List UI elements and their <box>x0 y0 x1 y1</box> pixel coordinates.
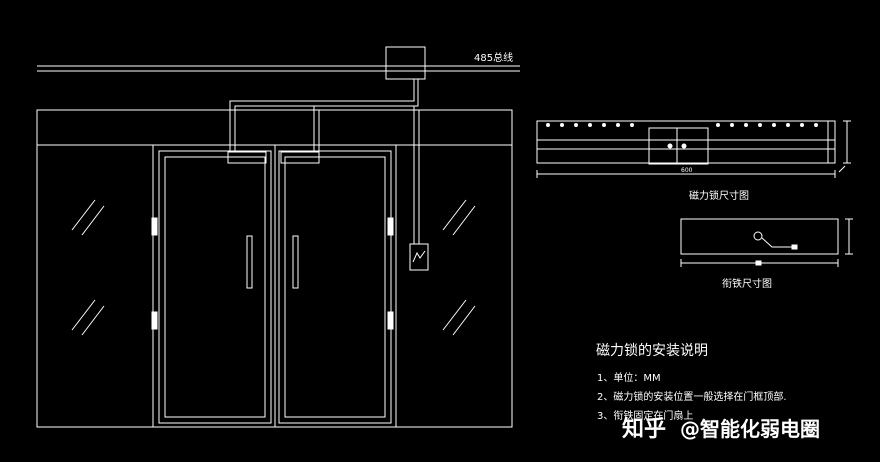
note-item-3: 3、衔铁固定在门扇上 <box>597 409 693 422</box>
maglock-left <box>227 151 267 164</box>
door-leaf-right <box>278 150 392 424</box>
door-leaf-left <box>158 150 272 424</box>
watermark: 知乎 @智能化弱电圈 <box>622 416 820 442</box>
handle-right <box>292 235 299 289</box>
bus-label: 485总线 <box>474 51 513 64</box>
note-item-2: 2、磁力锁的安装位置一般选择在门框顶部. <box>597 390 787 403</box>
maglock-dimension-drawing <box>536 120 851 178</box>
door-frame <box>36 109 513 428</box>
glass-hatch <box>71 199 476 336</box>
bus-lines <box>37 65 520 72</box>
armature-dimension-drawing <box>680 218 853 267</box>
watermark-account: @智能化弱电圈 <box>680 417 820 441</box>
maglock-dimension-value: 600 <box>681 167 693 174</box>
maglock-caption: 磁力锁尺寸图 <box>689 189 749 202</box>
watermark-platform: 知乎 <box>622 416 666 442</box>
note-item-1: 1、单位：MM <box>597 371 661 384</box>
notes-title: 磁力锁的安装说明 <box>596 343 708 359</box>
controller-box <box>385 46 426 80</box>
handle-left <box>246 235 253 289</box>
hinges <box>151 217 394 330</box>
maglock-right <box>280 151 320 164</box>
armature-caption: 衔铁尺寸图 <box>722 277 772 290</box>
exit-button-box <box>409 243 429 271</box>
